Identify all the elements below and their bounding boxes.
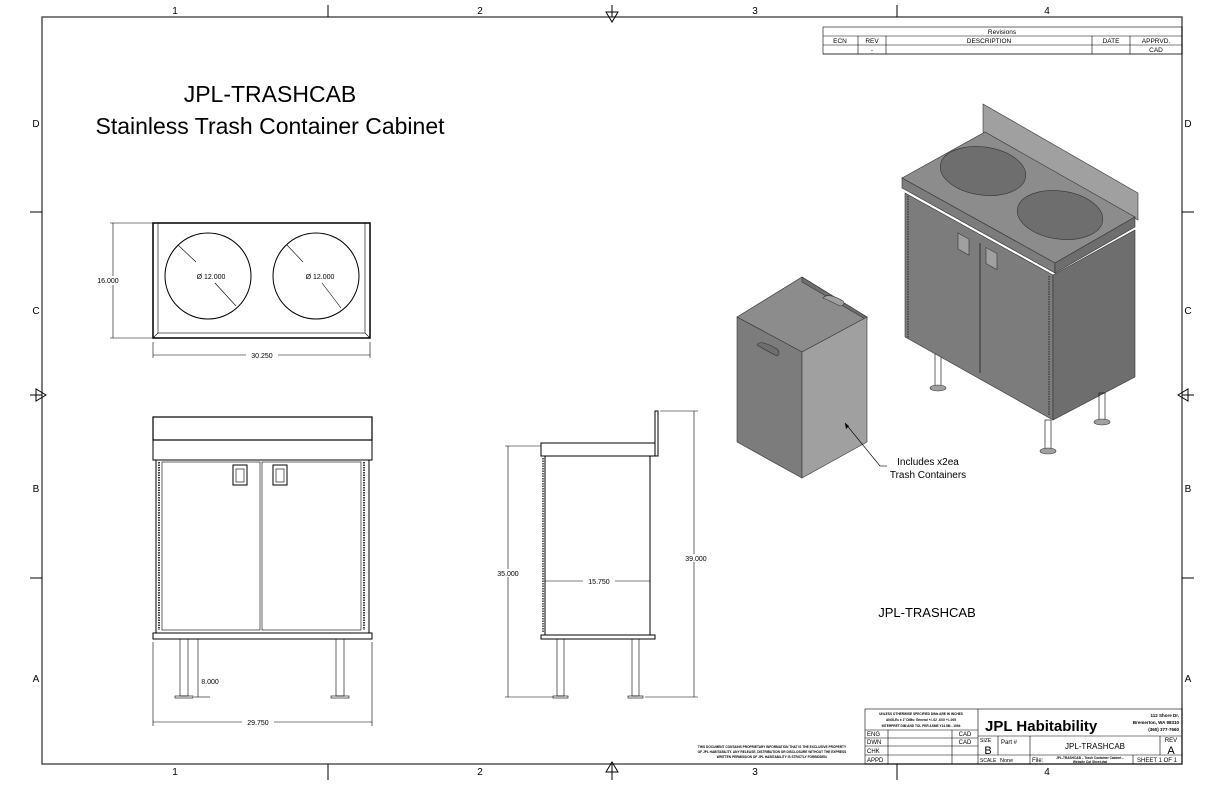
rev-header-ecn: ECN (833, 38, 847, 45)
zone-row-d: D (32, 119, 39, 130)
zone-col-1: 1 (172, 6, 178, 17)
zone-col-1: 1 (172, 767, 178, 778)
zone-col-4: 4 (1044, 767, 1050, 778)
disclaimer-line: OF JPL HABITABILITY. ANY RELEASE, DISTRI… (698, 750, 847, 754)
container-handle (822, 295, 845, 307)
rev-header-description: DESCRIPTION (967, 38, 1012, 45)
size-label: SIZE (980, 738, 992, 744)
iso-hole-2 (1016, 190, 1104, 240)
zone-row-a: A (33, 674, 40, 685)
rev-cell-rev: - (871, 47, 873, 54)
disclaimer-line: THIS DOCUMENT CONTAINS PROPRIETARY INFOR… (698, 745, 847, 749)
zone-row-a: A (1185, 674, 1192, 685)
backsplash (982, 103, 1139, 221)
center-arrow-icon (35, 388, 47, 402)
approval-role: ENG (867, 732, 880, 738)
revisions-table: Revisions ECN REV DESCRIPTION DATE APPRV… (822, 26, 1183, 55)
rev-header-apprvd: APPRVD. (1142, 38, 1171, 45)
file-name: Website Cut Sheet.dwt (1073, 760, 1108, 764)
hole-1 (164, 232, 252, 320)
rev-header-date: DATE (1103, 38, 1121, 45)
center-arrow-icon (1177, 388, 1189, 402)
isometric-trash-container: Includes x2ea Trash Containers (736, 276, 966, 481)
iso-hole-1 (939, 146, 1027, 196)
tolerance-note: UNLESS OTHERWISE SPECIFIED DIMs ARE IN I… (879, 712, 963, 716)
company-name: JPL Habitability (985, 718, 1098, 735)
front-view: 8.000 29.750 (152, 416, 373, 727)
center-arrow-icon (605, 11, 619, 23)
dim-leg-height: 8.000 (201, 679, 219, 686)
file-name: JPL-TRASHCAB – Trash Container Cabinet – (1056, 756, 1124, 760)
approval-by: CAD (959, 732, 972, 738)
zone-row-b: B (33, 484, 40, 495)
zone-row-c: C (32, 306, 39, 317)
zone-col-2: 2 (477, 6, 483, 17)
dim-top-width: 30.250 (251, 353, 273, 360)
drawing-title-part: JPL-TRASHCAB (184, 81, 357, 107)
callout-line-1: Includes x2ea (897, 457, 959, 468)
drawing-title-description: Stainless Trash Container Cabinet (95, 113, 445, 139)
zone-col-2: 2 (477, 767, 483, 778)
top-view: Ø 12.000 Ø 12.000 16.000 30.250 (92, 222, 371, 360)
zone-col-3: 3 (752, 767, 758, 778)
dim-top-depth: 16.000 (97, 278, 119, 285)
zone-row-d: D (1184, 119, 1191, 130)
dim-overall-height: 39.000 (685, 556, 707, 563)
proprietary-disclaimer: THIS DOCUMENT CONTAINS PROPRIETARY INFOR… (698, 745, 847, 759)
side-view: 35.000 39.000 15.750 (490, 410, 712, 699)
container-handle (756, 342, 780, 357)
callout-line-2: Trash Containers (890, 470, 966, 481)
zone-row-b: B (1185, 484, 1192, 495)
scale-value: None (1000, 758, 1013, 764)
part-number: JPL-TRASHCAB (1065, 742, 1125, 751)
hole-2 (272, 232, 360, 320)
sheet-number: SHEET 1 OF 1 (1137, 758, 1178, 764)
iso-view-label: JPL-TRASHCAB (878, 605, 976, 620)
approval-by: CAD (959, 740, 972, 746)
company-address: 112 Shore Dr. (1150, 713, 1179, 718)
rev-label: REV (1165, 738, 1177, 744)
title-block: UNLESS OTHERWISE SPECIFIED DIMs ARE IN I… (864, 708, 1183, 765)
rev-cell-apprvd: CAD (1149, 47, 1163, 54)
dim-front-width: 29.750 (247, 720, 269, 727)
revisions-heading: Revisions (988, 29, 1017, 36)
tolerance-note: INTERPRET DIM AND TOL PER ASME Y14.5M - … (882, 724, 961, 728)
isometric-cabinet (901, 103, 1139, 455)
zone-labels: 1 2 3 4 1 2 3 4 D C B A D C B A (32, 6, 1191, 778)
hole-1-diameter: Ø 12.000 (197, 274, 226, 281)
door-handle-right (272, 464, 288, 486)
company-phone: (360) 377-7660 (1148, 727, 1179, 732)
hole-2-diameter: Ø 12.000 (306, 274, 335, 281)
approval-role: DWN (867, 740, 881, 746)
rev-header-rev: REV (865, 38, 879, 45)
approval-role: CHK (867, 749, 880, 755)
company-address: Bremerton, WA 98310 (1133, 720, 1180, 725)
scale-label: SCALE (980, 758, 997, 764)
file-label: File: (1032, 758, 1044, 764)
part-number-label: Part # (1001, 740, 1018, 746)
revision: A (1167, 745, 1175, 757)
tolerance-note: ANGLEs ± 1° DIMs: General +/-.02 .XXX +/… (886, 718, 956, 722)
disclaimer-line: WRITTEN PERMISSION OF JPL HABITABILITY I… (717, 755, 828, 759)
dim-side-depth: 15.750 (588, 579, 610, 586)
zone-row-c: C (1184, 306, 1191, 317)
zone-markers (30, 5, 1194, 780)
zone-col-3: 3 (752, 6, 758, 17)
zone-col-4: 4 (1044, 6, 1050, 17)
approval-role: APPD (867, 758, 884, 764)
dim-side-height: 35.000 (497, 571, 519, 578)
center-arrow-icon (605, 761, 619, 773)
sheet-size: B (984, 745, 991, 757)
door-handle-left (232, 464, 248, 486)
